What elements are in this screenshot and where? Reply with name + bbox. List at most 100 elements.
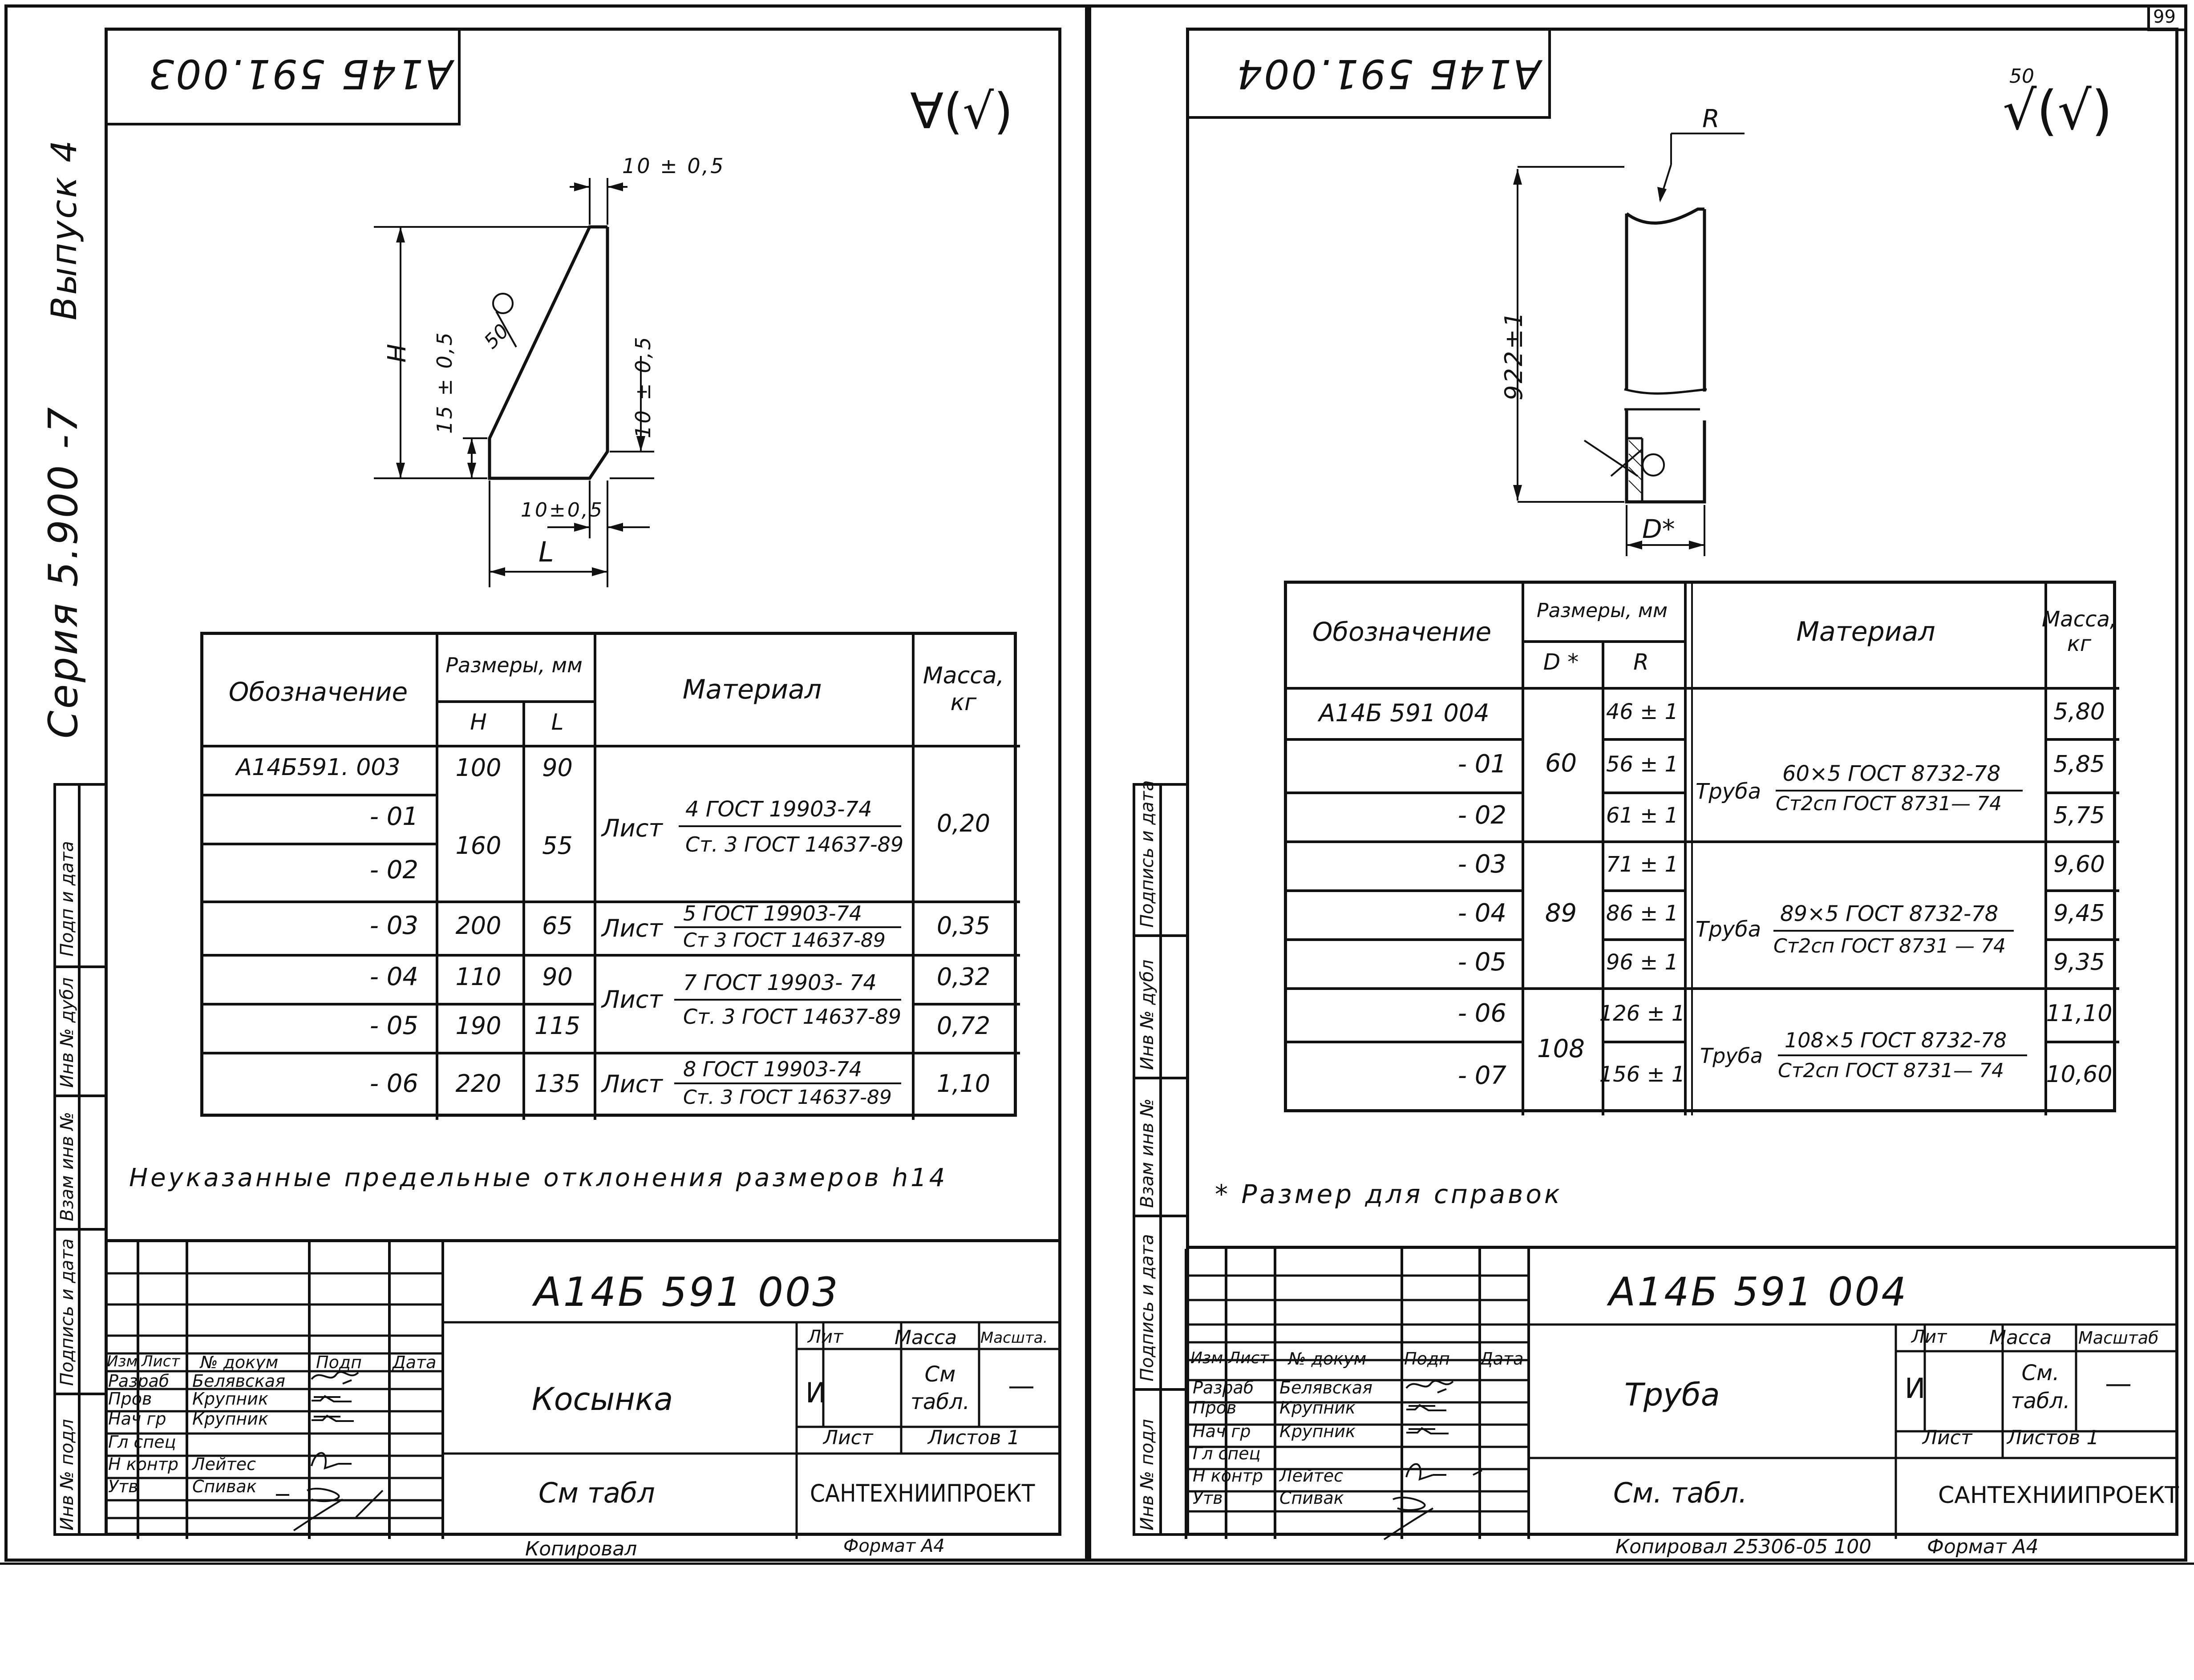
person-name: Белявская: [1279, 1378, 1372, 1397]
row-designation: - 06: [1457, 999, 1506, 1028]
mass-value: 9,35: [2053, 949, 2105, 976]
row-R: 156 ± 1: [1599, 1062, 1685, 1087]
row-designation: - 04: [369, 962, 418, 991]
right-copied-label: Копировал 25306-05 100: [1615, 1535, 1872, 1558]
right-mass-value: См. табл.: [2011, 1361, 2070, 1413]
person-name: Лейтес: [192, 1454, 256, 1474]
material-prefix: Труба: [1696, 779, 1761, 804]
left-lit-header: Лит: [808, 1327, 843, 1347]
col-dokum: № докум: [200, 1353, 279, 1372]
left-title-name: Косынка: [532, 1381, 673, 1418]
row-R: 86 ± 1: [1606, 901, 1679, 926]
mass-value: 9,45: [2053, 900, 2105, 927]
mass-value: 5,85: [2053, 751, 2105, 778]
material-standard: 60×5 ГОСТ 8732-78: [1782, 761, 2001, 786]
bottom-scan-line: [0, 1563, 2194, 1565]
th-sizes: Размеры, мм: [445, 653, 583, 677]
row-designation: - 06: [369, 1069, 418, 1098]
row-L: 90: [542, 962, 573, 991]
left-spec-table: [200, 632, 1020, 1120]
page-number-box: [2147, 4, 2187, 31]
role-label: Нач гр: [108, 1409, 166, 1429]
col-izm: Изм: [107, 1353, 138, 1370]
th-material: Материал: [1796, 616, 1935, 647]
left-format-label: Формат А4: [843, 1536, 945, 1556]
mass-value: 1,10: [936, 1069, 991, 1098]
material-grade: Ст. 3 ГОСТ 14637-89: [685, 832, 904, 856]
right-stamp-box: [1186, 28, 1551, 119]
right-reference-note: * Размер для справок: [1215, 1179, 1563, 1209]
row-L: 65: [542, 911, 573, 940]
row-H: 110: [455, 962, 502, 991]
left-scale-header: Масшта.: [980, 1329, 1048, 1347]
person-name: Лейтес: [1279, 1466, 1344, 1486]
left-drawing-frame: [105, 28, 1061, 1536]
th-L: L: [551, 709, 564, 735]
left-stamp-box: [105, 28, 461, 125]
right-scale-header: Масштаб: [2078, 1328, 2159, 1348]
row-H: 160: [455, 831, 502, 860]
D-group: 108: [1537, 1034, 1585, 1063]
row-R: 126 ± 1: [1599, 1001, 1685, 1026]
right-title-block: [1185, 1246, 2178, 1539]
row-R: 61 ± 1: [1606, 803, 1679, 828]
col-data: Дата: [1480, 1349, 1524, 1369]
row-designation: - 01: [369, 802, 418, 831]
material-prefix: Лист: [602, 914, 663, 942]
left-title-org: САНТЕХНИИПРОЕКТ: [810, 1479, 1035, 1507]
role-label: Пров: [1193, 1398, 1237, 1418]
row-H: 220: [455, 1069, 502, 1098]
person-name: Спивак: [1279, 1488, 1344, 1508]
material-grade: Ст2сп ГОСТ 8731 — 74: [1773, 935, 2006, 957]
th-designation: Обозначение: [1312, 617, 1492, 647]
right-title-name: Труба: [1624, 1377, 1720, 1413]
material-prefix: Лист: [602, 1070, 663, 1098]
row-designation: - 03: [369, 911, 418, 940]
th-designation: Обозначение: [228, 677, 408, 707]
material-grade: Ст2сп ГОСТ 8731— 74: [1776, 792, 2002, 815]
dim-L: L: [538, 536, 554, 568]
th-material: Материал: [682, 674, 822, 705]
row-designation: - 02: [369, 855, 418, 884]
person-name: Крупник: [192, 1389, 268, 1409]
role-label: Утв: [108, 1477, 138, 1496]
left-mass-value: См табл.: [911, 1361, 970, 1414]
th-mass: Масса, кг: [2041, 606, 2117, 656]
mass-value: 10,60: [2046, 1061, 2113, 1088]
right-title-org: САНТЕХНИИПРОЕКТ: [1938, 1482, 2179, 1509]
dim-top: 10 ± 0,5: [622, 154, 725, 178]
row-R: 56 ± 1: [1606, 751, 1679, 777]
role-label: Нач гр: [1193, 1422, 1251, 1441]
material-prefix: Труба: [1700, 1044, 1763, 1068]
th-D: D *: [1543, 649, 1579, 675]
material-standard: 7 ГОСТ 19903- 74: [683, 970, 877, 995]
right-lit-header: Лит: [1911, 1327, 1947, 1347]
col-dokum: № докум: [1288, 1349, 1367, 1369]
mass-value: 9,60: [2053, 851, 2105, 878]
left-title-code: А14Б 591 003: [534, 1269, 840, 1316]
row-H: 100: [455, 753, 502, 782]
th-R: R: [1633, 649, 1649, 675]
row-L: 115: [534, 1011, 581, 1040]
mass-value: 0,32: [936, 962, 991, 991]
row-H: 190: [455, 1011, 502, 1040]
col-data: Дата: [393, 1353, 437, 1372]
material-grade: Ст. 3 ГОСТ 14637-89: [683, 1005, 902, 1029]
dim-bottom: 10±0,5: [521, 499, 604, 521]
right-sheet-label: Лист: [1923, 1426, 1972, 1449]
row-designation: - 07: [1457, 1061, 1506, 1090]
left-outer-border: [4, 4, 1088, 1562]
left-mass-header: Масса: [895, 1326, 957, 1349]
role-label: Гл спец: [1193, 1444, 1261, 1463]
left-lit-value: И: [806, 1377, 826, 1409]
right-scale-value: —: [2105, 1368, 2132, 1399]
person-name: Крупник: [1279, 1398, 1356, 1418]
material-standard: 89×5 ГОСТ 8732-78: [1780, 901, 1999, 926]
right-title-code: А14Б 591 004: [1609, 1269, 1908, 1315]
col-list: Лист: [142, 1353, 180, 1370]
right-format-label: Формат А4: [1927, 1535, 2039, 1558]
left-scale-value: —: [1008, 1370, 1035, 1401]
dim-R: R: [1702, 105, 1720, 133]
